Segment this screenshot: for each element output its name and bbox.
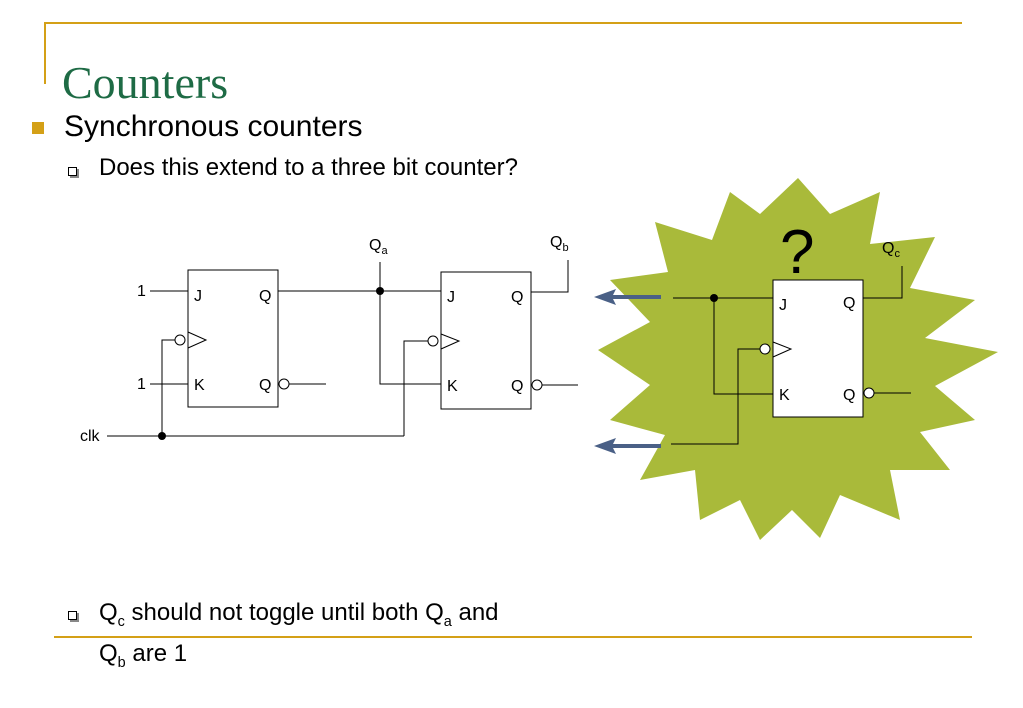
- sub-bullet-marker: [68, 167, 77, 176]
- clock-label: clk: [80, 428, 101, 445]
- qc-label-q: Q: [882, 240, 894, 257]
- junction-dot: [376, 287, 384, 295]
- qc-text-part3: are 1: [125, 639, 188, 667]
- ff-c-j-label: J: [779, 297, 787, 314]
- qb-label-sub: b: [562, 242, 568, 254]
- ff-b-k-label: K: [447, 378, 458, 395]
- ff-b-j-label: J: [447, 289, 455, 306]
- question-mark: ?: [780, 218, 814, 287]
- ff-a-qbar-label: Q: [259, 377, 271, 394]
- bottom-rule: [54, 636, 972, 638]
- arrow-left-icon: [594, 438, 661, 454]
- flip-flop-b: [427, 271, 543, 410]
- sub-bullet-qc-toggle: Qc should not toggle until both Qa and Q…: [99, 597, 499, 679]
- sub-bullet-three-bit-question: Does this extend to a three bit counter?: [99, 154, 518, 181]
- qc-text-q: Q: [99, 599, 118, 626]
- qc-text-sub: c: [117, 613, 125, 630]
- input-one-bottom: 1: [137, 376, 146, 393]
- ff-c-k-label: K: [779, 387, 790, 404]
- input-one-top: 1: [137, 283, 146, 300]
- slide-title: Counters: [62, 57, 229, 108]
- qb-label: Qb: [550, 234, 569, 254]
- junction-dot: [158, 432, 166, 440]
- qb-text-q: Q: [99, 639, 118, 667]
- ff-a-q-label: Q: [259, 288, 271, 305]
- qc-text-part1: should not toggle until both: [124, 599, 426, 626]
- flip-flop-a: [174, 269, 290, 408]
- junction-dot: [710, 294, 718, 302]
- qa-text-q: Q: [425, 599, 444, 626]
- qb-label-q: Q: [550, 234, 562, 251]
- sub-bullet-marker: [68, 611, 77, 620]
- ff-b-qbar-label: Q: [511, 378, 523, 395]
- bullet-synchronous-counters: Synchronous counters: [64, 110, 363, 143]
- ff-a-j-label: J: [194, 288, 202, 305]
- flip-flop-c: [759, 279, 875, 418]
- arrow-left-icon: [594, 289, 661, 305]
- top-rule: [44, 22, 962, 24]
- ff-b-q-label: Q: [511, 289, 523, 306]
- ff-c-q-label: Q: [843, 295, 855, 312]
- wires: [107, 260, 911, 445]
- qa-text-sub: a: [443, 613, 452, 630]
- left-rule: [44, 22, 46, 84]
- qc-label-sub: c: [894, 248, 900, 260]
- bullet-marker: [32, 122, 44, 134]
- qb-text-sub: b: [117, 654, 126, 671]
- qc-text-part2: and: [451, 599, 499, 626]
- qa-label-q: Q: [369, 237, 381, 254]
- qa-label: Qa: [369, 237, 388, 257]
- ff-a-k-label: K: [194, 377, 205, 394]
- qc-label: Qc: [882, 240, 900, 260]
- qa-label-sub: a: [381, 245, 388, 257]
- ff-c-qbar-label: Q: [843, 387, 855, 404]
